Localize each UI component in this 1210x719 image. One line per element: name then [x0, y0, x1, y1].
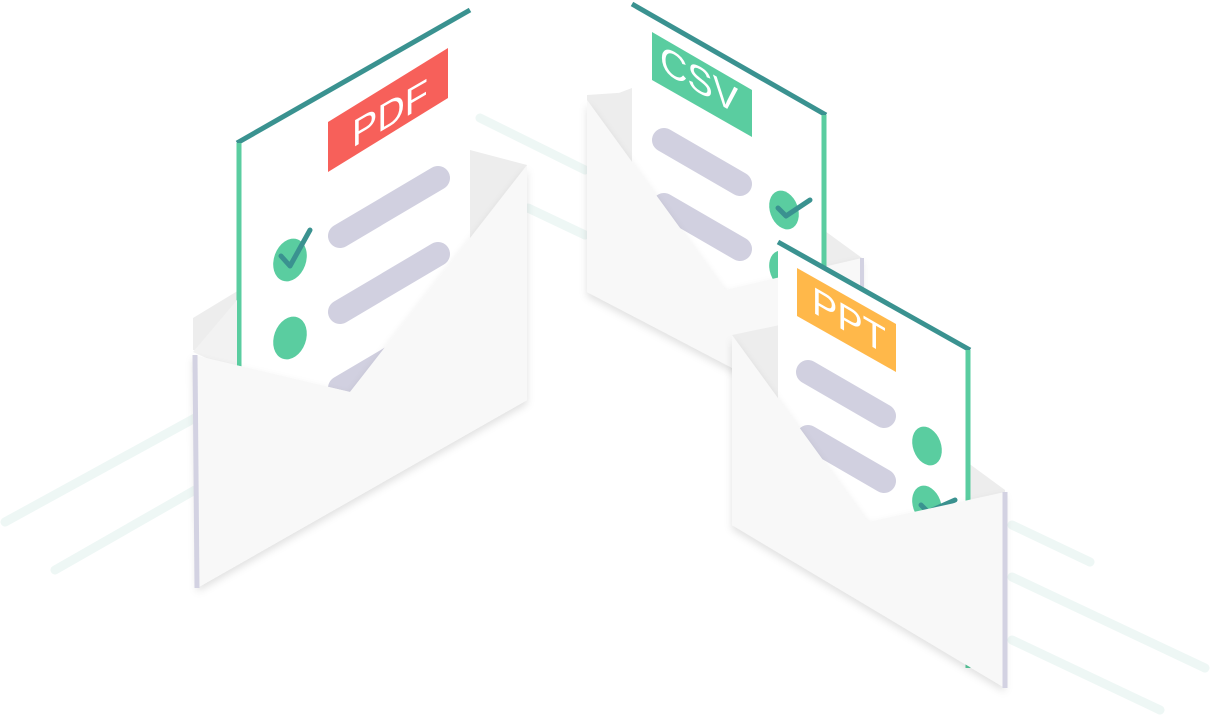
pdf-envelope: PDF [192, 7, 527, 589]
ppt-envelope: PPT [732, 239, 1008, 688]
csv-text-lines [652, 128, 752, 261]
circle-bullet-icon [912, 426, 942, 466]
check-circle-icon [769, 190, 799, 230]
ppt-text-lines [796, 360, 896, 493]
background-stripes [0, 113, 1210, 715]
check-mark-icon [775, 197, 813, 219]
check-mark-icon [278, 227, 313, 269]
circle-bullet-icon [273, 316, 307, 360]
